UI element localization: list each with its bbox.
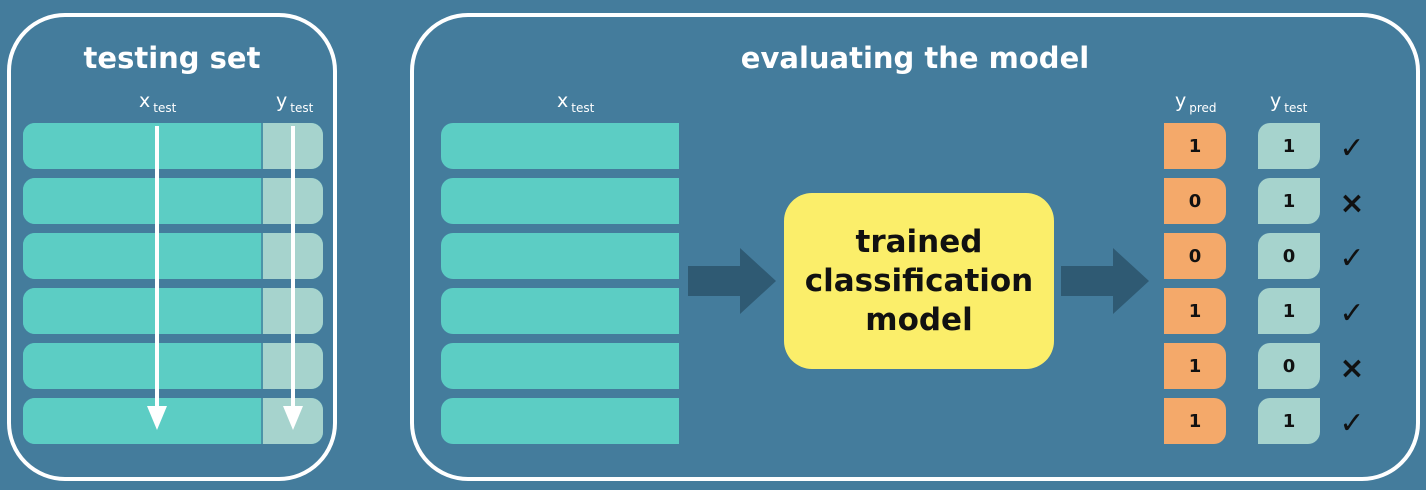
check-mark-icon: ✓: [1339, 240, 1365, 276]
evaluation-title: evaluating the model: [740, 41, 1090, 75]
prediction-cell: 0: [1164, 178, 1226, 224]
testing-set-row: [23, 288, 323, 334]
prediction-cell: 0: [1164, 233, 1226, 279]
actual-label-cell: 1: [1258, 123, 1320, 169]
feature-row: [441, 178, 679, 224]
prediction-cell: 1: [1164, 398, 1226, 444]
actual-label-cell: 1: [1258, 288, 1320, 334]
prediction-cell: 1: [1164, 123, 1226, 169]
testing-set-row: [23, 178, 323, 224]
check-mark-icon: ✓: [1339, 405, 1365, 441]
feature-row: [441, 343, 679, 389]
check-mark-icon: ✓: [1339, 130, 1365, 166]
actual-label-cell: 0: [1258, 343, 1320, 389]
down-arrow-x: [147, 126, 167, 430]
evaluation-panel: [410, 13, 1420, 481]
down-arrow-y: [283, 126, 303, 430]
model-line-1: trained: [855, 223, 983, 260]
feature-row: [441, 288, 679, 334]
arrow-to-predictions-icon: [1061, 248, 1149, 314]
feature-row: [441, 233, 679, 279]
actual-label-cell: 1: [1258, 178, 1320, 224]
feature-row: [441, 398, 679, 444]
cross-mark-icon: ×: [1339, 350, 1365, 386]
model-line-2: classification: [804, 262, 1034, 299]
feature-row: [441, 123, 679, 169]
prediction-cell: 1: [1164, 288, 1226, 334]
cross-mark-icon: ×: [1339, 185, 1365, 221]
actual-label-cell: 0: [1258, 233, 1320, 279]
testing-set-panel: [7, 13, 337, 481]
testing-set-row: [23, 233, 323, 279]
trained-classification-model: trained classification model: [784, 193, 1054, 369]
testing-set-row: [23, 123, 323, 169]
actual-label-cell: 1: [1258, 398, 1320, 444]
prediction-cell: 1: [1164, 343, 1226, 389]
testing-set-row: [23, 398, 323, 444]
testing-set-row: [23, 343, 323, 389]
check-mark-icon: ✓: [1339, 295, 1365, 331]
model-line-3: model: [865, 301, 973, 338]
testing-set-title: testing set: [83, 41, 261, 75]
arrow-to-model-icon: [688, 248, 776, 314]
